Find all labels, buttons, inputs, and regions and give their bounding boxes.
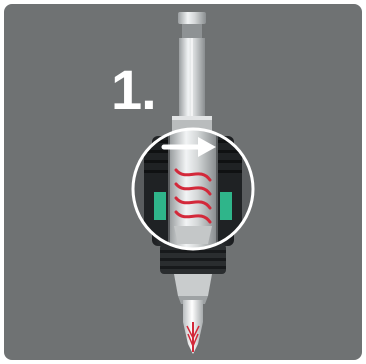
phillips-bit-icon bbox=[183, 300, 203, 354]
bit-holder-illustration bbox=[4, 4, 362, 360]
step-number-label: 1. bbox=[111, 62, 156, 118]
illustration-panel: 1. bbox=[4, 4, 362, 360]
hex-shank-icon bbox=[178, 12, 206, 128]
lower-sleeve-icon bbox=[160, 244, 226, 304]
